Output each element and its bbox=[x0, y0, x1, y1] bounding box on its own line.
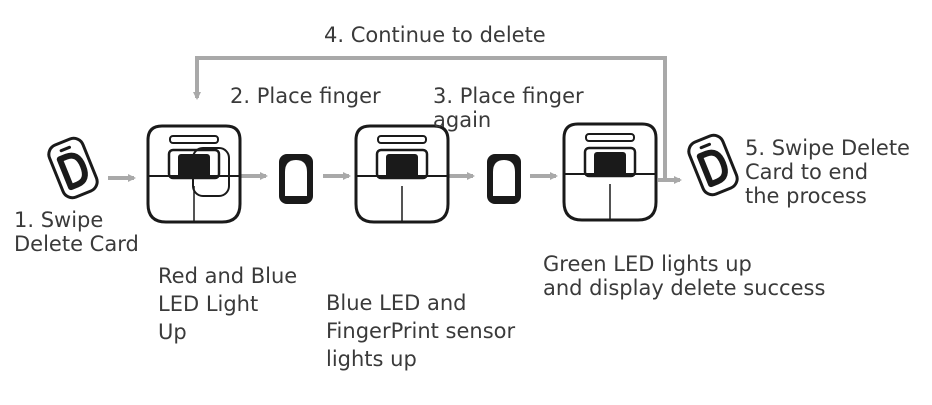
finger-icon-1 bbox=[279, 154, 313, 204]
finger-icon-2 bbox=[487, 154, 521, 204]
step-3-label: 3. Place finger again bbox=[433, 84, 584, 132]
fingerprint-device-2 bbox=[354, 124, 450, 224]
delete-card-icon-end bbox=[687, 133, 739, 197]
step-2-label: 2. Place finger bbox=[230, 84, 381, 108]
step-5-label: 5. Swipe Delete Card to end the process bbox=[745, 136, 910, 208]
note-green-led-success: Green LED lights up and display delete s… bbox=[543, 252, 826, 300]
fingerprint-device-1 bbox=[146, 124, 242, 224]
note-blue-led-sensor: Blue LED and FingerPrint sensor lights u… bbox=[326, 291, 516, 371]
step-1-label: 1. Swipe Delete Card bbox=[14, 208, 139, 256]
fingerprint-device-3 bbox=[562, 122, 658, 222]
delete-card-icon-start bbox=[47, 136, 99, 200]
loop-label: 4. Continue to delete bbox=[324, 23, 546, 47]
note-red-blue-led: Red and Blue LED Light Up bbox=[158, 264, 298, 344]
